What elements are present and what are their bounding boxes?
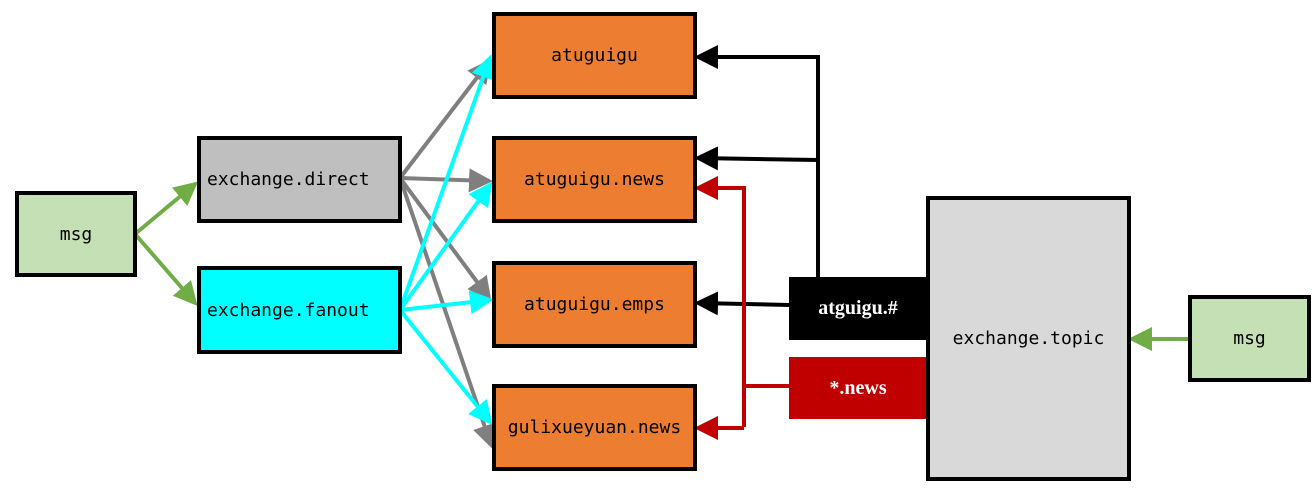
routing-key-star: *.news bbox=[789, 357, 927, 419]
edge-hash-to-atuguigu bbox=[694, 45, 820, 277]
exchange-fanout-node: exchange.fanout bbox=[197, 266, 402, 354]
edge-fanout-to-gulixueyuan-news bbox=[398, 308, 493, 426]
queue-atuguigu-news: atuguigu.news bbox=[492, 136, 697, 223]
queue-atuguigu-emps: atuguigu.emps bbox=[492, 261, 697, 348]
edge-fanout-to-atuguigu-news bbox=[398, 181, 493, 312]
edge-msg-to-direct bbox=[133, 181, 199, 236]
edge-fanout-to-atuguigu-emps bbox=[399, 290, 494, 315]
msg-node-right: msg bbox=[1188, 295, 1311, 382]
edge-fanout-to-atuguigu bbox=[398, 54, 495, 311]
edge-hash-to-atuguigu-news bbox=[694, 146, 819, 171]
exchange-topic-node: exchange.topic bbox=[926, 196, 1131, 481]
edge-direct-to-atuguigu bbox=[398, 58, 492, 180]
queue-gulixueyuan-news: gulixueyuan.news bbox=[492, 384, 697, 471]
edge-direct-to-atuguigu-emps bbox=[398, 176, 492, 302]
queue-atuguigu: atuguigu bbox=[492, 12, 697, 99]
routing-key-hash: atguigu.# bbox=[789, 277, 927, 340]
edge-msg-to-fanout bbox=[133, 232, 198, 307]
exchange-direct-node: exchange.direct bbox=[197, 136, 402, 223]
msg-node-left: msg bbox=[15, 191, 137, 277]
